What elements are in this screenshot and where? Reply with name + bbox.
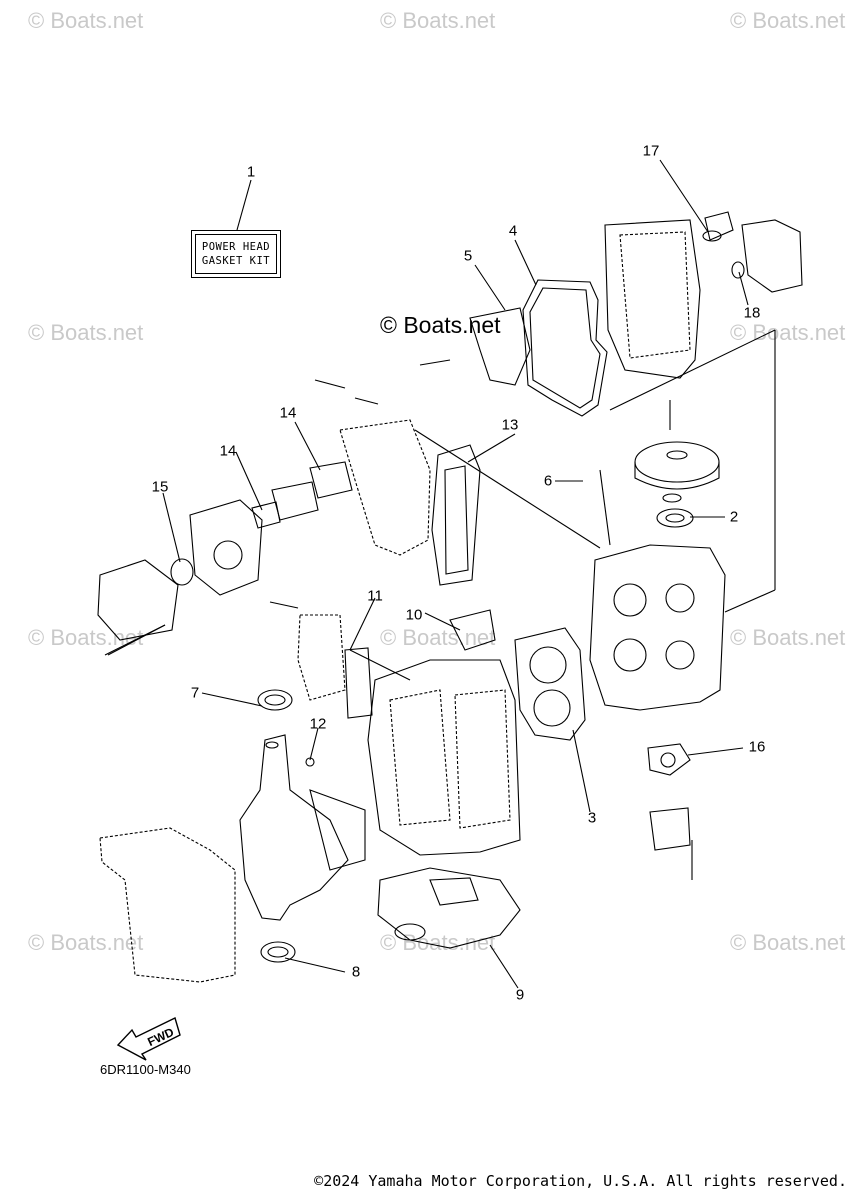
intake-manifold <box>339 419 431 556</box>
kit-label-line1: POWER HEAD <box>201 241 271 253</box>
callout-11[interactable]: 11 <box>367 587 383 605</box>
watermark: © Boats.net <box>730 625 846 650</box>
callout-14a[interactable]: 14 <box>279 404 297 422</box>
gasket-kit-label: POWER HEAD GASKET KIT <box>191 230 281 278</box>
watermark: © Boats.net <box>380 930 496 955</box>
carburetor <box>189 499 263 596</box>
callout-17[interactable]: 17 <box>642 142 660 160</box>
callout-3[interactable]: 3 <box>587 809 597 827</box>
diagram-watermark: © Boats.net <box>380 312 501 338</box>
callout-4[interactable]: 4 <box>508 222 518 240</box>
callout-18[interactable]: 18 <box>743 304 761 322</box>
copyright-notice: ©2024 Yamaha Motor Corporation, U.S.A. A… <box>314 1172 847 1190</box>
callout-8[interactable]: 8 <box>351 963 361 981</box>
callout-16[interactable]: 16 <box>748 738 766 756</box>
callout-9[interactable]: 9 <box>515 986 525 1004</box>
watermark: © Boats.net <box>730 320 846 345</box>
head-cover-gasket <box>522 279 608 417</box>
flywheel <box>634 441 720 483</box>
cylinder-head <box>589 544 726 711</box>
watermark: © Boats.net <box>730 8 846 33</box>
watermark: © Boats.net <box>730 930 846 955</box>
leader-lines <box>162 159 776 989</box>
callout-1[interactable]: 1 <box>246 163 256 181</box>
callout-13[interactable]: 13 <box>501 416 519 434</box>
callout-10[interactable]: 10 <box>405 606 423 624</box>
kit-label-line2: GASKET KIT <box>201 255 271 267</box>
watermark: © Boats.net <box>28 8 144 33</box>
diagram-code: 6DR1100-M340 <box>100 1062 191 1077</box>
callout-14b[interactable]: 14 <box>219 442 237 460</box>
watermark: © Boats.net <box>380 8 496 33</box>
fwd-arrow-icon <box>116 1017 181 1061</box>
callout-2[interactable]: 2 <box>729 508 739 526</box>
callout-7[interactable]: 7 <box>190 684 200 702</box>
exhaust-cover <box>604 219 701 379</box>
callout-15[interactable]: 15 <box>151 478 169 496</box>
watermark: © Boats.net <box>28 320 144 345</box>
watermark: © Boats.net <box>28 930 144 955</box>
callout-12[interactable]: 12 <box>309 715 327 733</box>
callout-5[interactable]: 5 <box>463 247 473 265</box>
head-gasket <box>514 627 586 741</box>
cylinder-block <box>367 659 521 856</box>
exhaust-gasket <box>377 867 521 949</box>
callout-6[interactable]: 6 <box>543 472 553 490</box>
crankshaft <box>239 734 349 921</box>
